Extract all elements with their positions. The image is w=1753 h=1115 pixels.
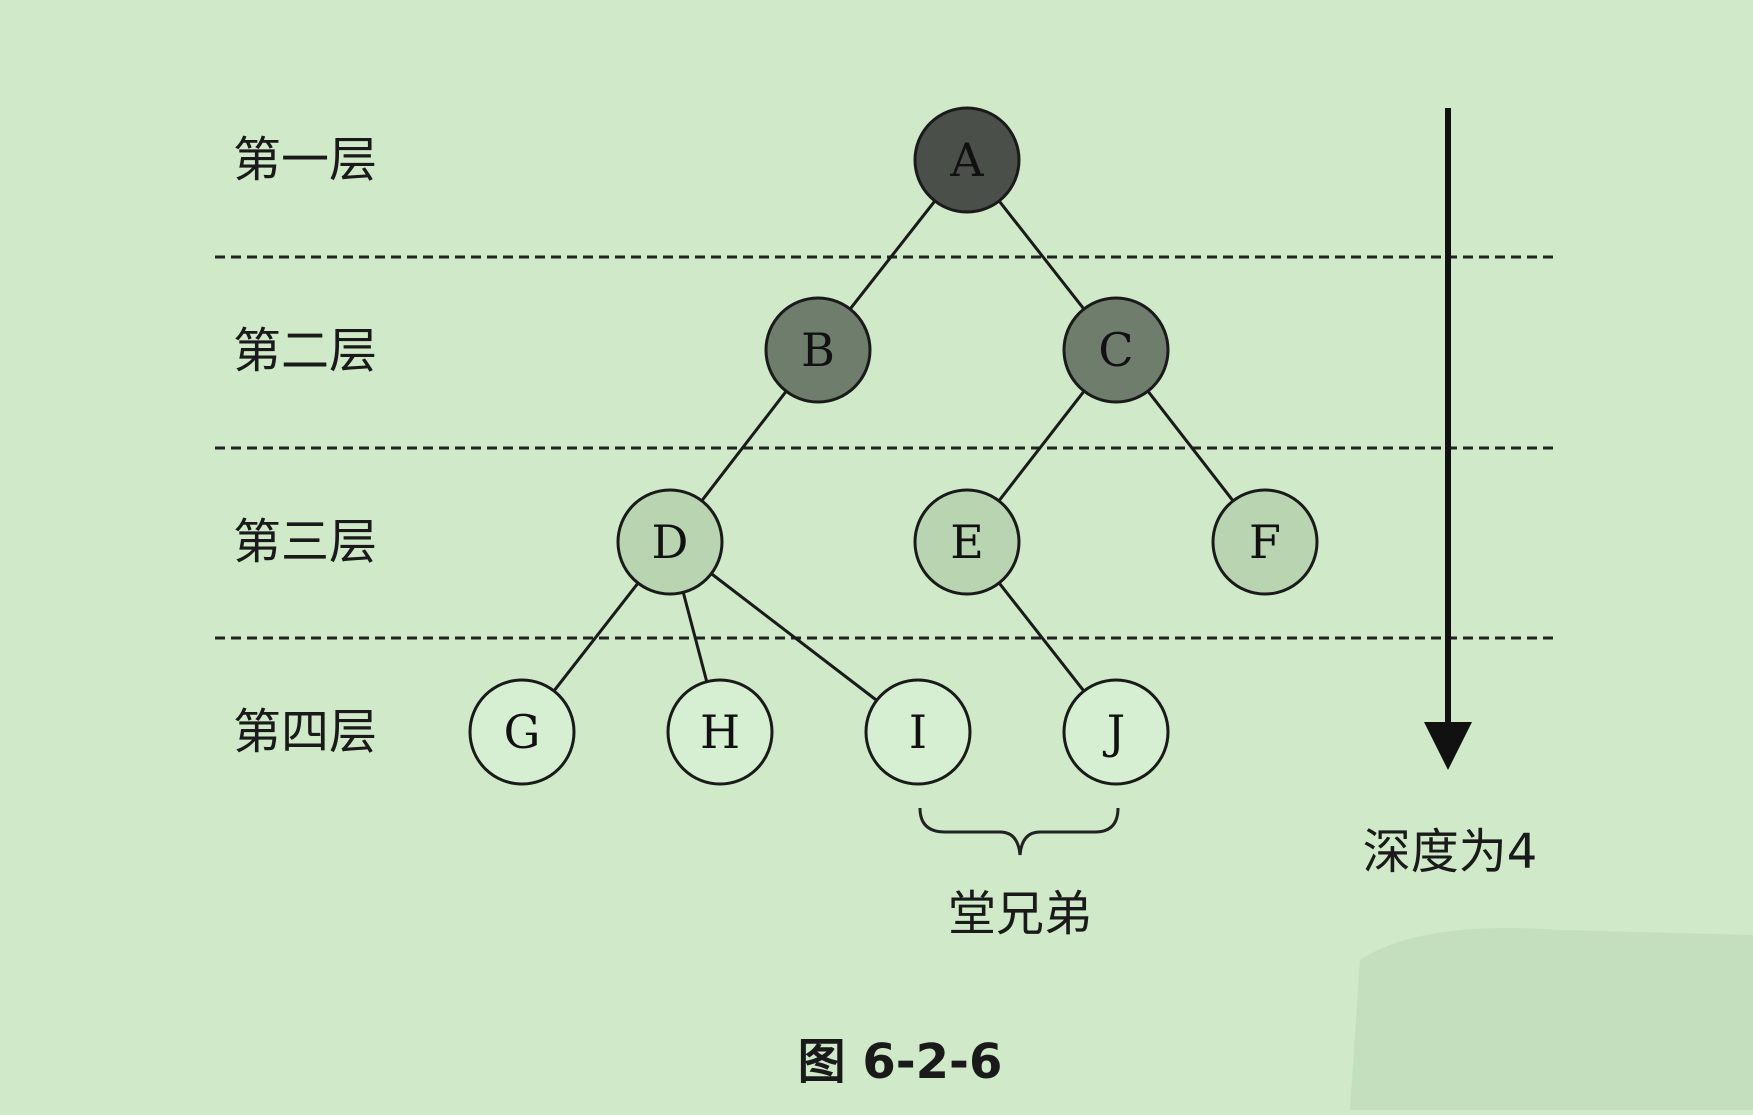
node-circle-J xyxy=(1062,678,1170,786)
node-circle-A xyxy=(913,106,1021,214)
cousins-label: 堂兄弟 xyxy=(948,886,1092,942)
node-label-F: F xyxy=(1249,515,1281,569)
edge-D-G xyxy=(552,582,640,692)
level-label-4: 第四层 xyxy=(233,704,377,760)
level-label-3: 第三层 xyxy=(233,514,377,570)
level-label-2: 第二层 xyxy=(233,323,377,379)
edge-C-E xyxy=(997,390,1086,502)
node-F: F xyxy=(1211,488,1319,596)
node-label-D: D xyxy=(652,515,689,569)
node-label-B: B xyxy=(801,323,835,377)
node-B: B xyxy=(764,296,872,404)
node-circle-B xyxy=(764,296,872,404)
watermark-blob xyxy=(1350,928,1753,1110)
node-circle-C xyxy=(1062,296,1170,404)
node-label-I: I xyxy=(909,705,927,759)
node-circle-I xyxy=(864,678,972,786)
edge-A-C xyxy=(997,199,1086,311)
edge-E-J xyxy=(997,581,1086,693)
node-circle-E xyxy=(913,488,1021,596)
node-circle-G xyxy=(468,678,576,786)
node-label-C: C xyxy=(1098,323,1133,377)
depth-label: 深度为4 xyxy=(1363,824,1538,880)
node-circle-H xyxy=(666,678,774,786)
node-A: A xyxy=(913,106,1021,214)
edge-D-I xyxy=(710,572,878,702)
edge-D-H xyxy=(681,591,709,683)
node-G: G xyxy=(468,678,576,786)
node-label-E: E xyxy=(950,515,984,569)
node-label-H: H xyxy=(700,705,740,759)
node-circle-F xyxy=(1211,488,1319,596)
tree-nodes: A B C D E F G H I J xyxy=(468,106,1319,786)
node-I: I xyxy=(864,678,972,786)
edge-B-D xyxy=(700,390,788,502)
node-label-J: J xyxy=(1103,705,1125,759)
node-label-G: G xyxy=(504,705,541,759)
node-D: D xyxy=(616,488,724,596)
depth-arrow-head xyxy=(1424,722,1472,770)
figure-caption: 图 6-2-6 xyxy=(798,1034,1003,1090)
tree-edges xyxy=(552,199,1235,702)
node-C: C xyxy=(1062,296,1170,404)
cousins-brace xyxy=(918,807,1120,856)
node-H: H xyxy=(666,678,774,786)
level-label-1: 第一层 xyxy=(233,132,377,188)
node-E: E xyxy=(913,488,1021,596)
node-J: J xyxy=(1062,678,1170,786)
node-circle-D xyxy=(616,488,724,596)
edge-A-B xyxy=(848,199,937,311)
node-label-A: A xyxy=(949,133,984,187)
edge-C-F xyxy=(1146,390,1235,502)
